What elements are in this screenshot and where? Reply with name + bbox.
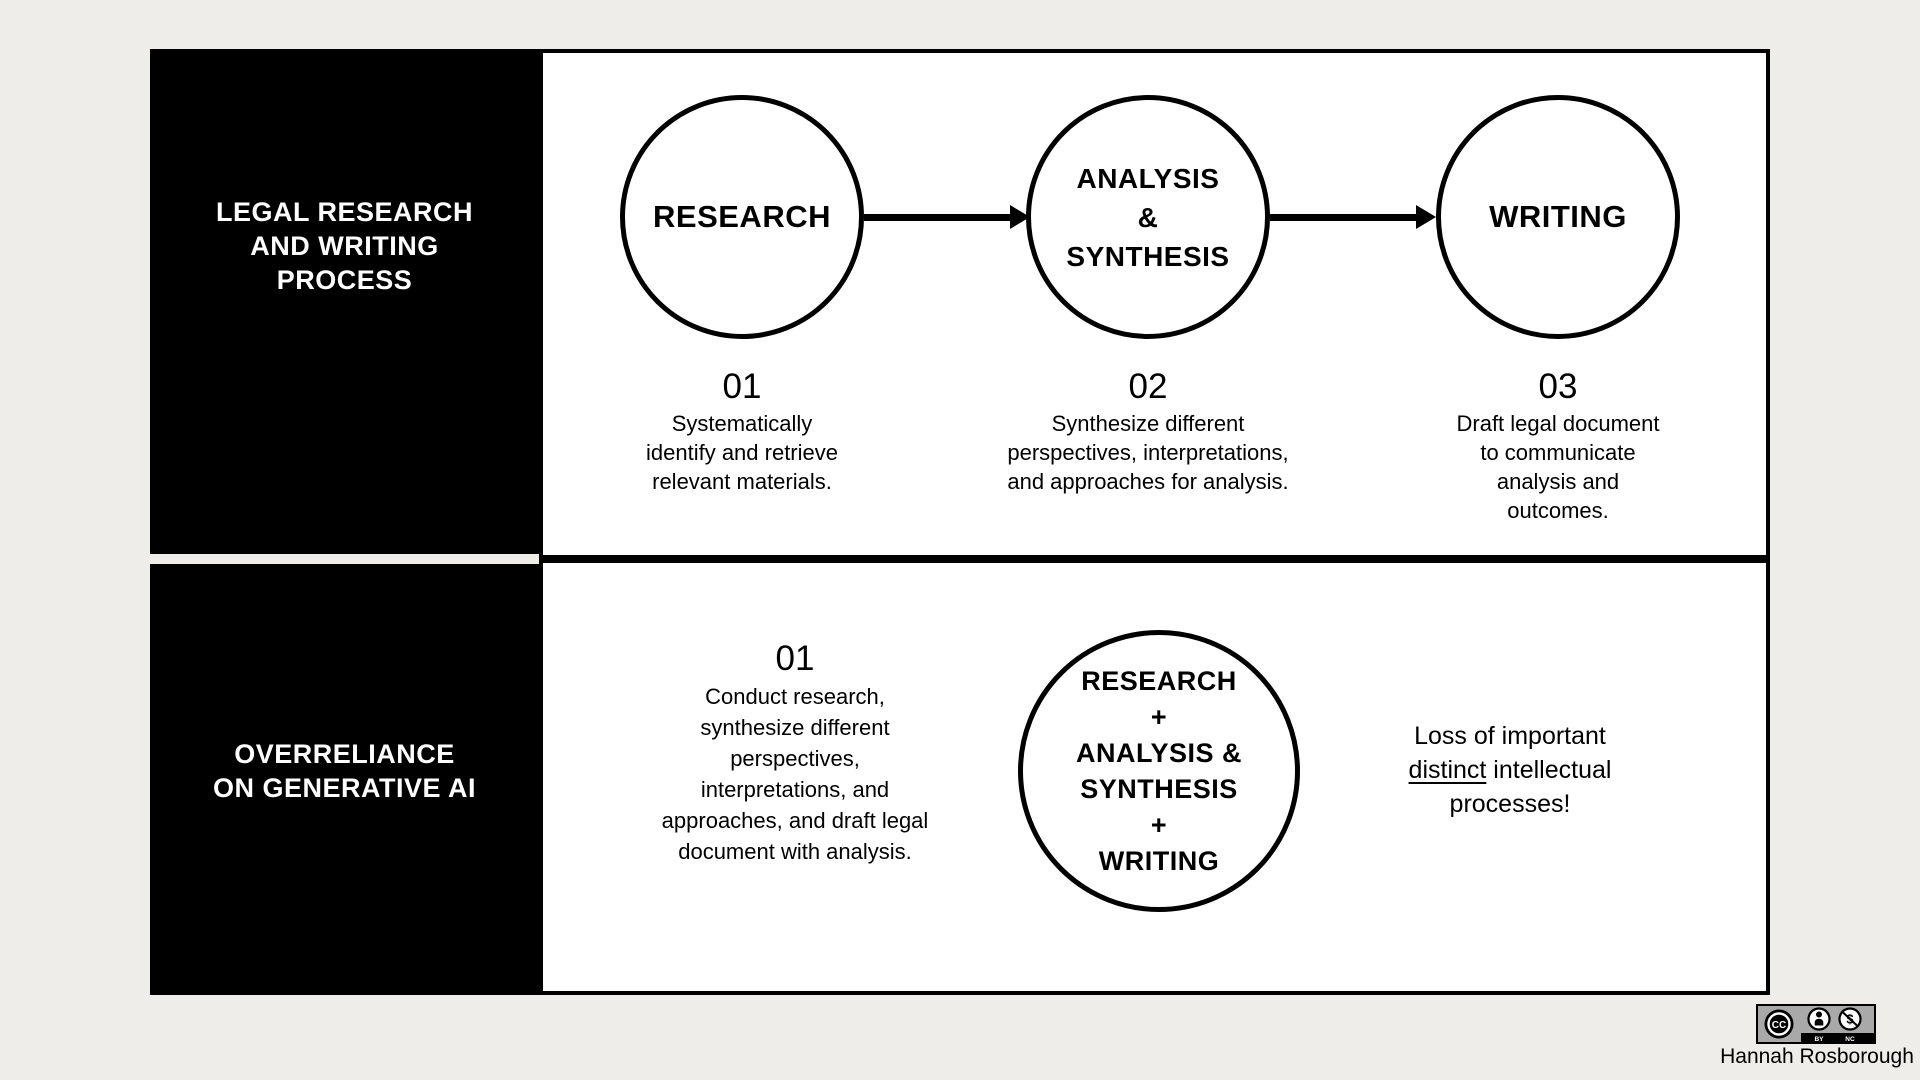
cc-license-badge: CC BY $ NC: [1756, 1004, 1876, 1049]
writing-circle-label: WRITING: [1489, 199, 1627, 234]
nc-icon: $ NC: [1838, 1007, 1862, 1043]
loss-statement-pre: Loss of important: [1414, 722, 1606, 750]
by-icon: BY: [1807, 1007, 1831, 1043]
comparison-diagram: LEGAL RESEARCH AND WRITING PROCESS RESEA…: [150, 49, 1770, 995]
step-1-number: 01: [722, 367, 762, 406]
svg-text:CC: CC: [1772, 1020, 1786, 1031]
step-1-description: Systematically identify and retrieve rel…: [646, 411, 838, 494]
ai-step-description: Conduct research, synthesize different p…: [661, 684, 929, 864]
research-circle: RESEARCH: [620, 95, 864, 339]
step-2-text: 02 Synthesize different perspectives, in…: [958, 365, 1338, 496]
merged-process-circle-label: RESEARCH + ANALYSIS & SYNTHESIS + WRITIN…: [1075, 666, 1243, 876]
svg-text:BY: BY: [1814, 1036, 1824, 1043]
svg-text:NC: NC: [1845, 1036, 1855, 1043]
analysis-synthesis-circle-label: ANALYSIS & SYNTHESIS: [1066, 162, 1230, 272]
step-2-number: 02: [1128, 367, 1168, 406]
merged-process-circle: RESEARCH + ANALYSIS & SYNTHESIS + WRITIN…: [1018, 630, 1300, 912]
ai-step-number: 01: [775, 639, 815, 678]
arrow-shaft: [1270, 213, 1416, 221]
arrow-shaft: [864, 213, 1010, 221]
arrow-head: [1010, 205, 1030, 229]
process-panel: RESEARCH ANALYSIS & SYNTHESIS WRITING: [539, 49, 1770, 559]
step-1-text: 01 Systematically identify and retrieve …: [552, 365, 932, 496]
author-credit: Hannah Rosborough: [1720, 1045, 1914, 1068]
ai-panel: 01 Conduct research, synthesize differen…: [539, 559, 1770, 995]
writing-circle: WRITING: [1436, 95, 1680, 339]
bottom-sidebar: OVERRELIANCE ON GENERATIVE AI: [150, 564, 539, 995]
research-circle-label: RESEARCH: [653, 199, 831, 234]
analysis-synthesis-circle: ANALYSIS & SYNTHESIS: [1026, 95, 1270, 339]
loss-statement-underlined: distinct: [1408, 756, 1487, 784]
step-2-description: Synthesize different perspectives, inter…: [1007, 411, 1289, 494]
ai-step-text: 01 Conduct research, synthesize differen…: [605, 637, 985, 867]
bottom-sidebar-title: OVERRELIANCE ON GENERATIVE AI: [212, 738, 477, 803]
step-3-description: Draft legal document to communicate anal…: [1456, 411, 1660, 523]
arrow-head: [1416, 205, 1436, 229]
top-sidebar: LEGAL RESEARCH AND WRITING PROCESS: [150, 49, 539, 554]
step-3-text: 03 Draft legal document to communicate a…: [1368, 365, 1748, 525]
loss-statement-post: intellectual processes!: [1449, 756, 1612, 818]
bottom-section-row: OVERRELIANCE ON GENERATIVE AI 01 Conduct…: [150, 559, 1770, 995]
top-section-row: LEGAL RESEARCH AND WRITING PROCESS RESEA…: [150, 49, 1770, 559]
top-sidebar-title: LEGAL RESEARCH AND WRITING PROCESS: [215, 197, 474, 295]
loss-statement: Loss of important distinct intellectual …: [1330, 719, 1690, 821]
cc-icon: CC: [1764, 1009, 1794, 1039]
flow-arrow-icon: [1270, 205, 1436, 229]
flow-arrow-icon: [864, 205, 1030, 229]
cc-by-nc-icon: CC BY $ NC: [1756, 1004, 1876, 1044]
step-3-number: 03: [1538, 367, 1578, 406]
